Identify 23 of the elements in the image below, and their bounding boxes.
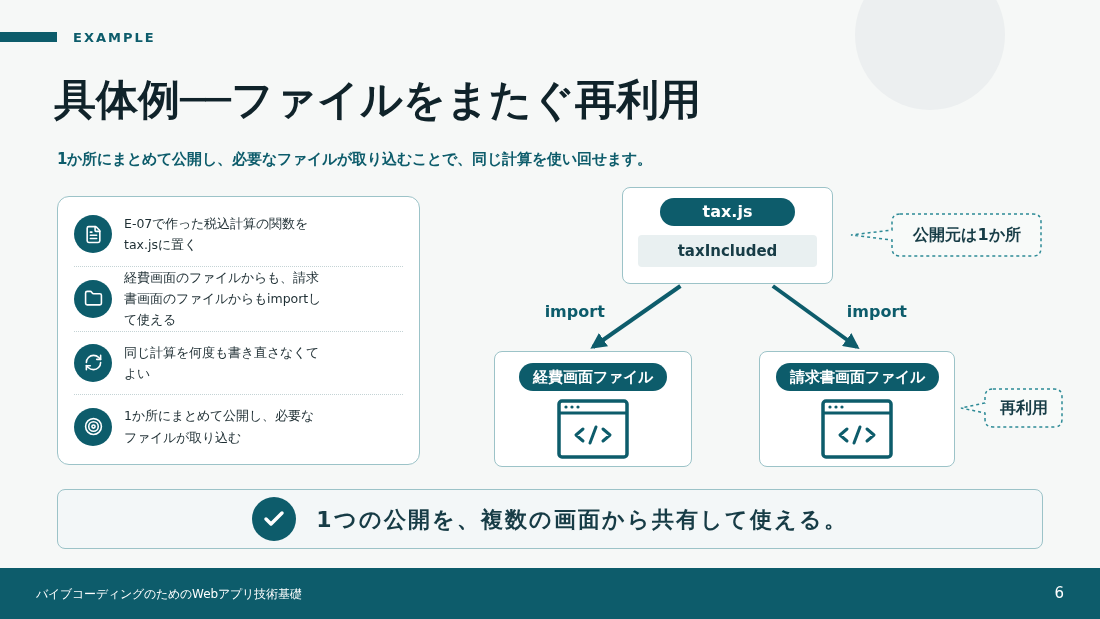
subtitle: 1か所にまとめて公開し、必要なファイルが取り込むことで、同じ計算を使い回せます。 xyxy=(57,149,653,170)
summary-text: 1つの公開を、複数の画面から共有して使える。 xyxy=(316,505,848,534)
file-name-pill: tax.js xyxy=(660,198,795,226)
list-item-text: E-07で作った税込計算の関数をtax.jsに置く xyxy=(124,215,310,255)
file-name-pill: 経費画面ファイル xyxy=(519,363,667,391)
file-name-pill: 請求書画面ファイル xyxy=(775,363,939,391)
file-box xyxy=(494,351,692,467)
arrow xyxy=(771,284,860,349)
section-label: EXAMPLE xyxy=(73,29,156,47)
callout-bubble xyxy=(960,388,1063,428)
arrow xyxy=(590,284,682,349)
function-name: taxIncluded xyxy=(638,235,817,267)
list-item-text: 経費画面のファイルからも、請求書画面のファイルからもimportして使える xyxy=(124,268,323,330)
module-box xyxy=(622,187,833,284)
callout-text: 公開元は1か所 xyxy=(912,224,1022,246)
callout-bubble xyxy=(850,213,1042,257)
page-number: 6 xyxy=(1054,583,1064,605)
callout-text: 再利用 xyxy=(999,397,1049,419)
list-item-text: 同じ計算を何度も書き直さなくてよい xyxy=(124,343,320,383)
file-box xyxy=(759,351,955,467)
title: 具体例──ファイルをまたぐ再利用 xyxy=(54,74,701,126)
list-item-text: 1か所にまとめて公開し、必要なファイルが取り込む xyxy=(124,407,315,447)
footer-text: バイブコーディングのためのWebアプリ技術基礎 xyxy=(36,585,303,603)
